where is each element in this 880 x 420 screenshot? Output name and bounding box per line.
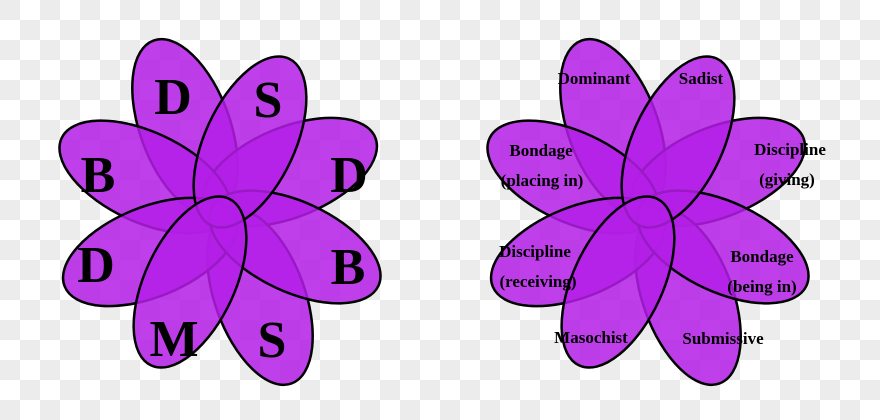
letter-right-lower: B [331, 239, 366, 296]
label-right-lower-2: (being in) [727, 277, 796, 296]
left-flower: D S D B S M D B [58, 37, 382, 387]
label-top-left: Dominant [558, 69, 631, 88]
letter-bottom-left: M [149, 311, 198, 368]
letter-left-upper: B [81, 147, 116, 204]
label-left-lower-2: (receiving) [499, 272, 576, 291]
label-right-lower-1: Bondage [730, 247, 794, 266]
petal-bottom-left [132, 195, 248, 369]
letter-top-left: D [154, 69, 192, 126]
label-bottom-right: Submissive [682, 329, 764, 348]
label-right-upper-2: (giving) [759, 170, 815, 189]
label-left-upper-1: Bondage [509, 141, 573, 160]
right-flower: Dominant Sadist Discipline (giving) Bond… [486, 37, 826, 387]
label-left-lower-1: Discipline [499, 242, 571, 261]
letter-top-right: S [254, 72, 283, 129]
letter-right-upper: D [330, 147, 368, 204]
label-bottom-left: Masochist [554, 328, 628, 347]
label-right-upper-1: Discipline [754, 140, 826, 159]
petal-bottom-left [560, 195, 676, 369]
label-left-upper-2: (placing in) [501, 171, 584, 190]
letter-bottom-right: S [258, 312, 287, 369]
letter-left-lower: D [77, 237, 115, 294]
label-top-right: Sadist [679, 69, 724, 88]
